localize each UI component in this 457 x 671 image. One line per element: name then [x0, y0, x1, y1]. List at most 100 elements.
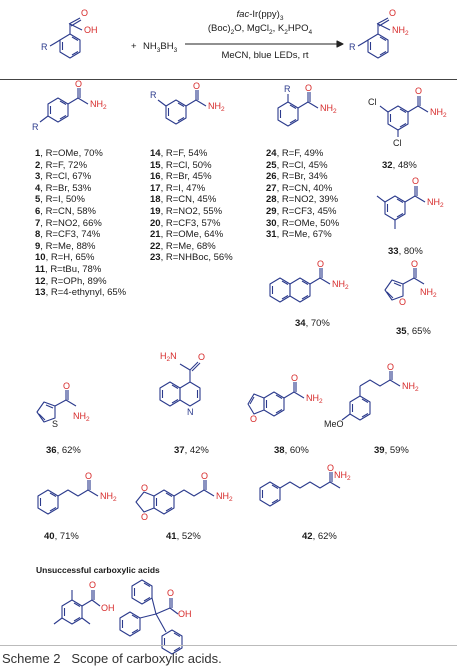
compound-42-label: 42, 62%	[302, 531, 337, 542]
svg-text:O: O	[412, 176, 419, 186]
svg-text:O: O	[141, 483, 148, 493]
entry-30: 30, R=OMe, 50%	[266, 217, 340, 229]
entry-14: 14, R=F, 54%	[150, 148, 208, 159]
svg-text:O: O	[411, 259, 418, 269]
meta-substituted-structure: O NH2 R	[150, 81, 225, 125]
compound-32-label: 32, 48%	[382, 160, 417, 171]
svg-text:O: O	[141, 512, 148, 522]
entry-1: 1, R=OMe, 70%	[35, 148, 103, 159]
compound-34-structure: O NH2	[269, 259, 349, 303]
entry-29: 29, R=CF3, 45%	[266, 205, 337, 217]
svg-text:S: S	[52, 419, 58, 429]
entry-2: 2, R=F, 72%	[35, 159, 88, 171]
svg-text:O: O	[75, 79, 82, 89]
caption-scheme-label: Scheme 2	[2, 651, 61, 666]
compound-40-label: 40, 71%	[44, 531, 79, 542]
svg-text:NH2: NH2	[420, 287, 437, 299]
svg-text:Cl: Cl	[368, 97, 377, 107]
svg-text:NH2: NH2	[73, 411, 90, 423]
para-series-list: 1, R=OMe, 70% 2, R=F, 72% 3, R=Cl, 67% 4…	[35, 148, 126, 299]
svg-text:O: O	[167, 588, 174, 598]
unsuccessful-heading: Unsuccessful carboxylic acids	[36, 565, 160, 575]
entry-27: 27, R=CN, 40%	[266, 182, 333, 194]
svg-text:NH2: NH2	[332, 279, 349, 291]
svg-text:MeO: MeO	[324, 419, 344, 429]
svg-text:NH2: NH2	[306, 393, 323, 405]
svg-text:O: O	[327, 463, 334, 473]
ortho-substituted-structure: O NH2 R	[277, 83, 337, 127]
substituent-R: R	[349, 42, 356, 52]
catalyst-label: fac-Ir(ppy)3	[236, 9, 284, 22]
svg-text:NH2: NH2	[427, 197, 444, 209]
entry-9: 9, R=Me, 88%	[35, 240, 96, 252]
compound-35-label: 35, 65%	[396, 326, 431, 337]
svg-text:N: N	[187, 407, 194, 417]
entry-10: 10, R=H, 65%	[35, 252, 95, 264]
ammonia-borane: NH3BH3	[143, 41, 178, 54]
svg-text:O: O	[193, 81, 200, 91]
reagents-label: (Boc)2O, MgCl2, K2HPO4	[207, 23, 313, 36]
para-substituted-structure: O NH2 R	[32, 79, 107, 132]
compound-41-structure: O O O NH2	[135, 471, 233, 522]
entry-12: 12, R=OPh, 89%	[35, 275, 107, 287]
compound-38-structure: O O NH2	[247, 373, 323, 424]
entry-21: 21, R=OMe, 64%	[150, 229, 224, 241]
svg-text:O: O	[198, 352, 205, 362]
atom-NH2: NH2	[392, 25, 409, 37]
entry-23: 23, R=NHBoc, 56%	[150, 252, 233, 264]
compound-38-label: 38, 60%	[274, 445, 309, 456]
meta-series-list: 14, R=F, 54% 15, R=Cl, 50% 16, R=Br, 45%…	[150, 148, 233, 264]
reaction-scheme: O OH R + NH3BH3 fac-Ir(ppy)3 (Boc)2O, Mg…	[0, 0, 457, 85]
compound-41-label: 41, 52%	[166, 531, 201, 542]
entry-16: 16, R=Br, 45%	[150, 171, 212, 183]
svg-text:Cl: Cl	[393, 138, 402, 148]
entry-5: 5, R=I, 50%	[35, 194, 85, 206]
caption-title: Scope of carboxylic acids.	[71, 651, 222, 666]
entry-19: 19, R=NO2, 55%	[150, 205, 223, 217]
compound-39-label: 39, 59%	[374, 445, 409, 456]
compound-34-label: 34, 70%	[295, 318, 330, 329]
svg-text:O: O	[250, 414, 257, 424]
compound-37-label: 37, 42%	[174, 445, 209, 456]
svg-text:NH2: NH2	[430, 107, 447, 119]
svg-text:NH2: NH2	[100, 491, 117, 503]
svg-text:O: O	[291, 373, 298, 383]
mesitoic-acid-structure: O OH	[53, 580, 115, 625]
entry-11: 11, R=tBu, 78%	[35, 263, 102, 275]
compound-40-structure: O NH2	[37, 471, 117, 515]
compound-39-structure: O NH2 MeO	[324, 362, 419, 429]
triphenylacetic-acid-structure: O OH	[119, 579, 192, 655]
svg-text:NH2: NH2	[208, 101, 225, 113]
atom-O: O	[81, 8, 88, 18]
entry-7: 7, R=NO2, 66%	[35, 217, 102, 229]
caption-divider	[0, 645, 457, 646]
entry-20: 20, R=CF3, 57%	[150, 217, 221, 229]
product-amide-structure: O NH2 R	[349, 8, 409, 59]
starting-acid-structure: O OH R	[41, 8, 98, 59]
svg-text:O: O	[305, 83, 312, 93]
entry-3: 3, R=Cl, 67%	[35, 171, 92, 183]
svg-text:O: O	[85, 471, 92, 481]
header-divider	[0, 79, 457, 80]
compound-36-label: 36, 62%	[46, 445, 81, 456]
svg-text:NH2: NH2	[402, 381, 419, 393]
svg-text:OH: OH	[101, 603, 115, 613]
svg-text:R: R	[32, 122, 39, 132]
svg-text:H2N: H2N	[160, 351, 177, 363]
compound-33-structure: O NH2	[376, 176, 444, 229]
svg-text:NH2: NH2	[334, 470, 351, 482]
svg-text:O: O	[387, 362, 394, 372]
entry-6: 6, R=CN, 58%	[35, 205, 96, 217]
entry-31: 31, R=Me, 67%	[266, 229, 332, 241]
substituent-R: R	[41, 42, 48, 52]
svg-text:NH2: NH2	[90, 99, 107, 111]
atom-OH: OH	[84, 25, 98, 35]
entry-13: 13, R=4-ethynyl, 65%	[35, 287, 127, 299]
svg-text:NH2: NH2	[320, 103, 337, 115]
atom-O: O	[389, 8, 396, 18]
entry-18: 18, R=CN, 45%	[150, 194, 217, 206]
conditions-label: MeCN, blue LEDs, rt	[221, 50, 309, 61]
svg-text:R: R	[150, 90, 157, 100]
plus-sign: +	[131, 41, 137, 52]
svg-text:O: O	[89, 580, 96, 590]
